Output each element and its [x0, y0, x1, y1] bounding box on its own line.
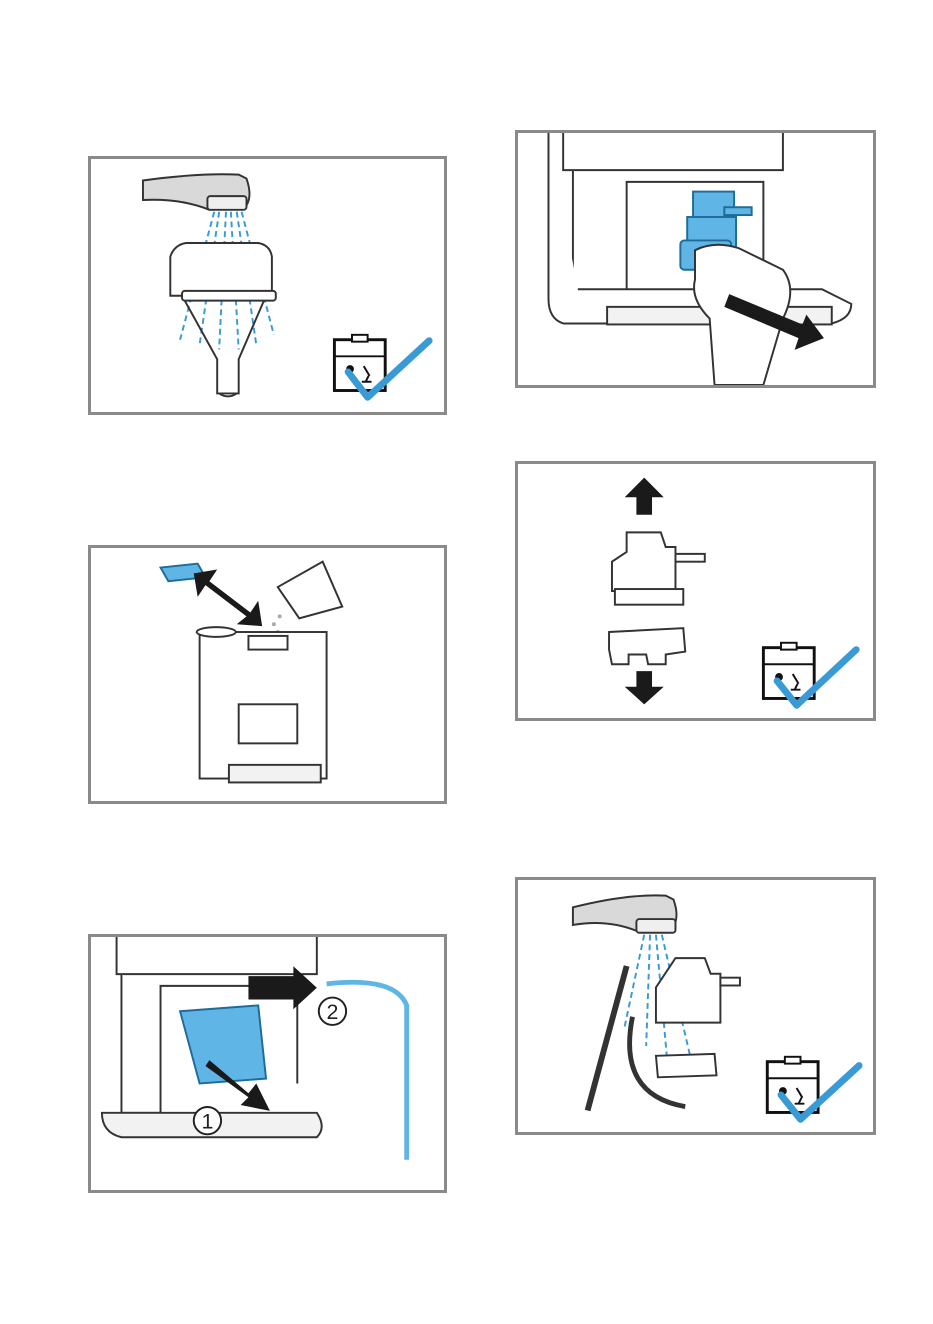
figure-fill-cleaning-tablet	[88, 545, 447, 804]
figure-remove-milk-unit	[515, 130, 876, 388]
fill-tablet-illustration	[91, 548, 444, 801]
figure-rinse-drip-tray-insert	[88, 156, 447, 415]
figure-rinse-milk-unit-parts	[515, 877, 876, 1135]
coffee-machine	[197, 627, 327, 782]
milk-unit-parts	[656, 958, 740, 1077]
remove-unit-tube-illustration: 1 2	[91, 937, 444, 1190]
straw	[588, 966, 627, 1111]
step-marker-2: 2	[319, 998, 346, 1025]
milk-unit-base	[609, 628, 685, 664]
figure-separate-milk-unit-parts	[515, 461, 876, 721]
arrow-icon	[194, 569, 262, 626]
remove-milk-unit-illustration	[518, 133, 873, 385]
arrow-icon	[625, 478, 664, 515]
milk-unit-top	[612, 532, 705, 604]
faucet-icon	[143, 174, 250, 210]
faucet-icon	[573, 895, 677, 932]
step-1-label: 1	[201, 1109, 213, 1133]
figure-remove-brewing-unit-and-tube: 1 2	[88, 934, 447, 1193]
rinse-parts-illustration	[518, 880, 873, 1132]
rinse-insert-illustration	[91, 159, 444, 412]
arrow-icon	[625, 671, 664, 704]
separate-parts-illustration	[518, 464, 873, 718]
step-2-label: 2	[326, 1000, 338, 1024]
powder-pack	[278, 562, 342, 619]
step-marker-1: 1	[194, 1107, 221, 1134]
